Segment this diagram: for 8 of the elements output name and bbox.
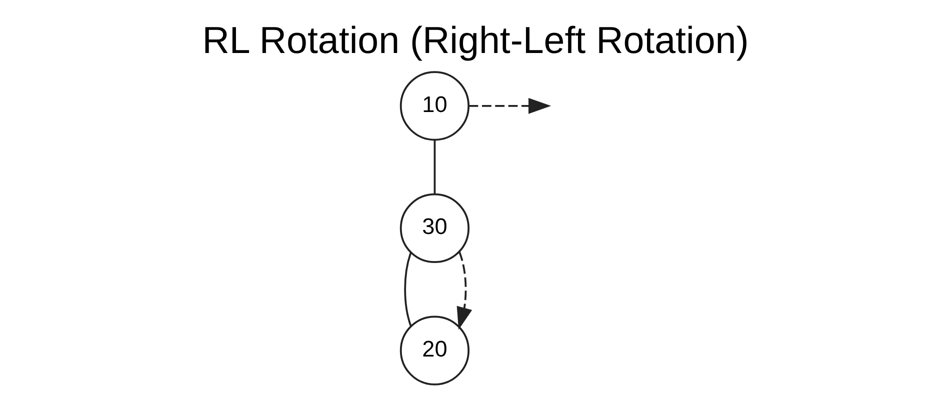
connector	[433, 140, 436, 194]
diagram-title: RL Rotation (Right-Left Rotation)	[202, 19, 748, 62]
node-circle: 20	[399, 316, 470, 386]
connector	[404, 252, 412, 326]
node-circle: 10	[399, 71, 470, 141]
node-circle: 30	[399, 193, 470, 264]
arrow	[456, 252, 472, 330]
arrow	[468, 98, 551, 114]
